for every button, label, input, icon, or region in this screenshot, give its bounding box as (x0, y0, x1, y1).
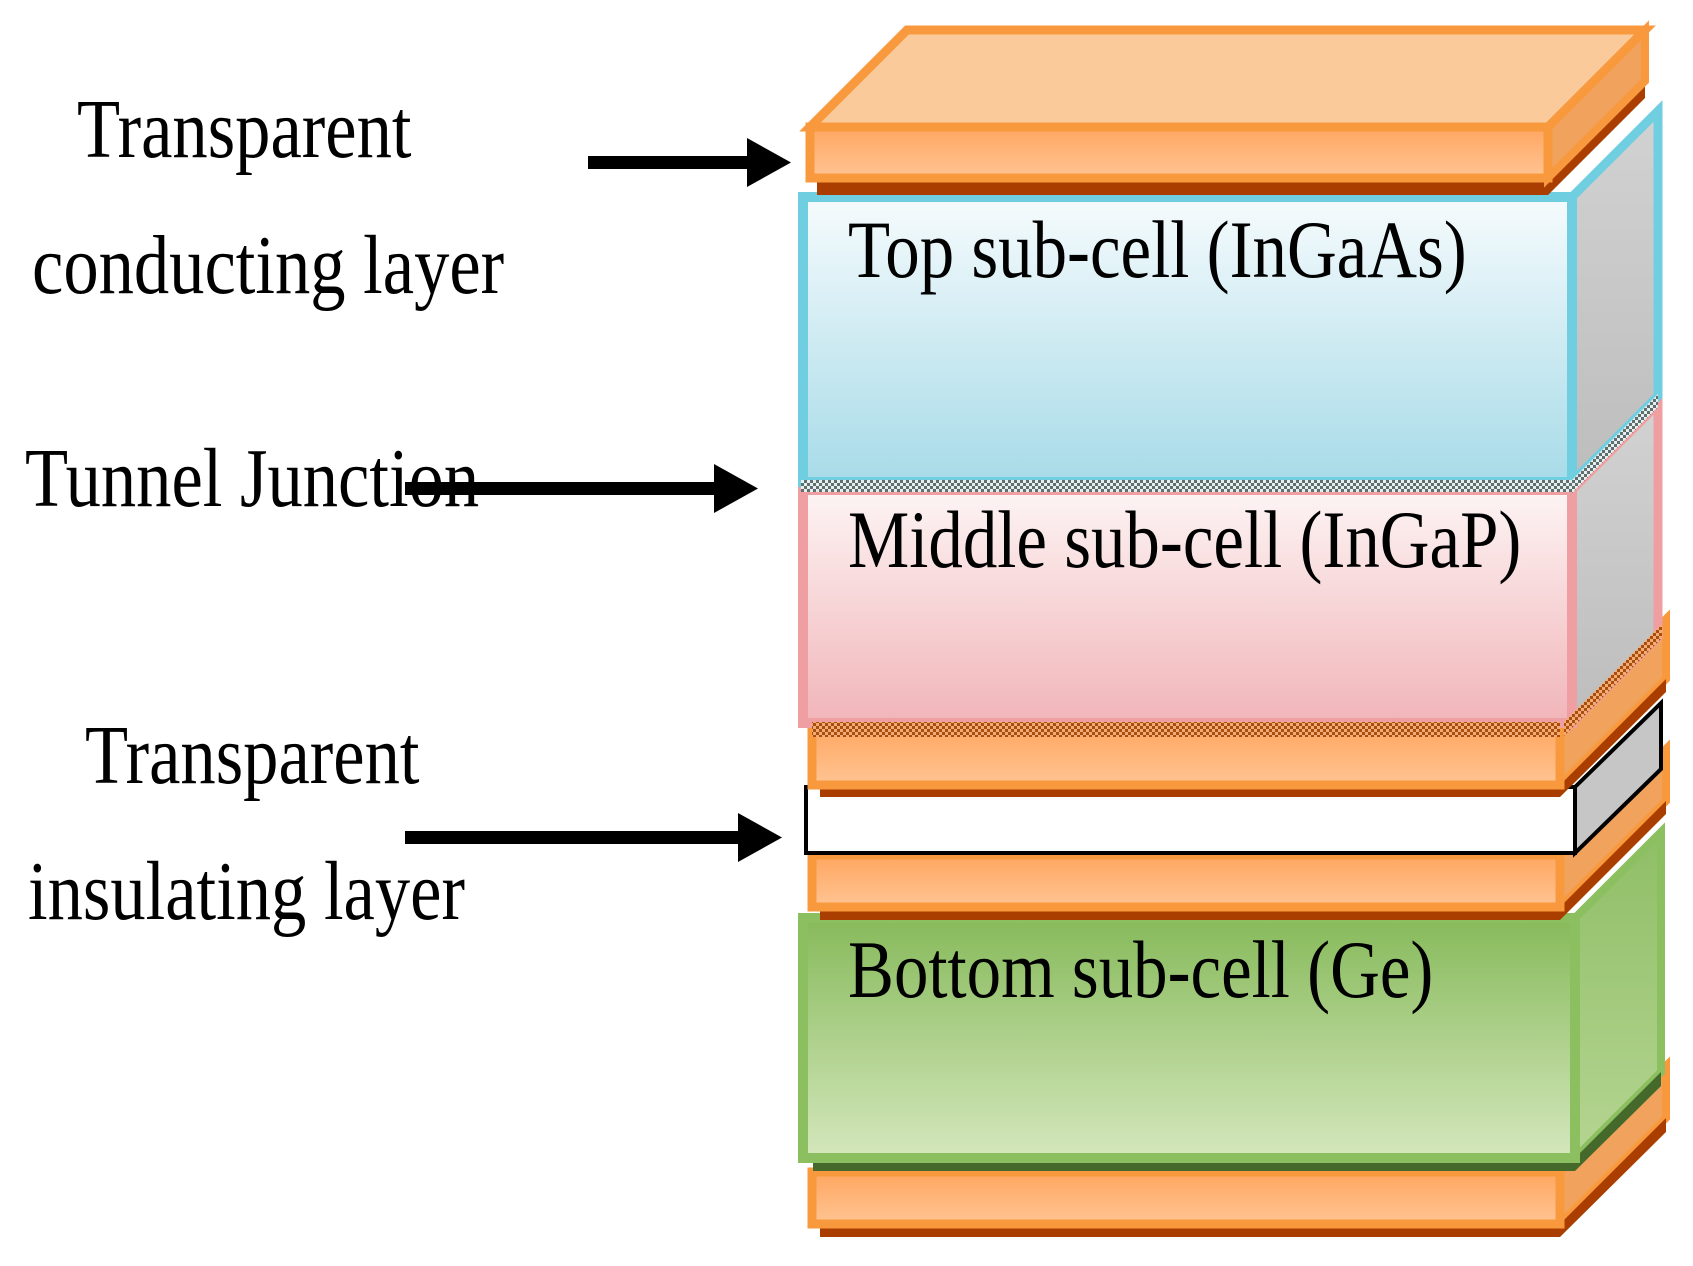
layer-conducting-top (799, 20, 1656, 195)
arrow-conducting (588, 138, 791, 187)
label-top-subcell: Top sub-cell (InGaAs) (848, 204, 1467, 295)
annotation-conducting-line2: conducting layer (32, 219, 505, 312)
label-bottom-subcell: Bottom sub-cell (Ge) (848, 924, 1434, 1015)
layer-bottom-contact (807, 1056, 1670, 1237)
annotation-conducting-line1: Transparent (77, 83, 412, 176)
layer-insulating (804, 698, 1663, 858)
annotation-insulating-line2: insulating layer (28, 845, 465, 938)
annotation-tunnel-junction: Tunnel Junction (25, 432, 480, 525)
shadow-band-gray (801, 394, 1658, 493)
shadow-band-orange (812, 624, 1662, 737)
annotation-insulating-line1: Transparent (85, 709, 420, 802)
arrow-tunnel (405, 464, 758, 513)
label-middle-subcell: Middle sub-cell (InGaP) (848, 494, 1522, 585)
arrow-insulating (405, 813, 782, 862)
